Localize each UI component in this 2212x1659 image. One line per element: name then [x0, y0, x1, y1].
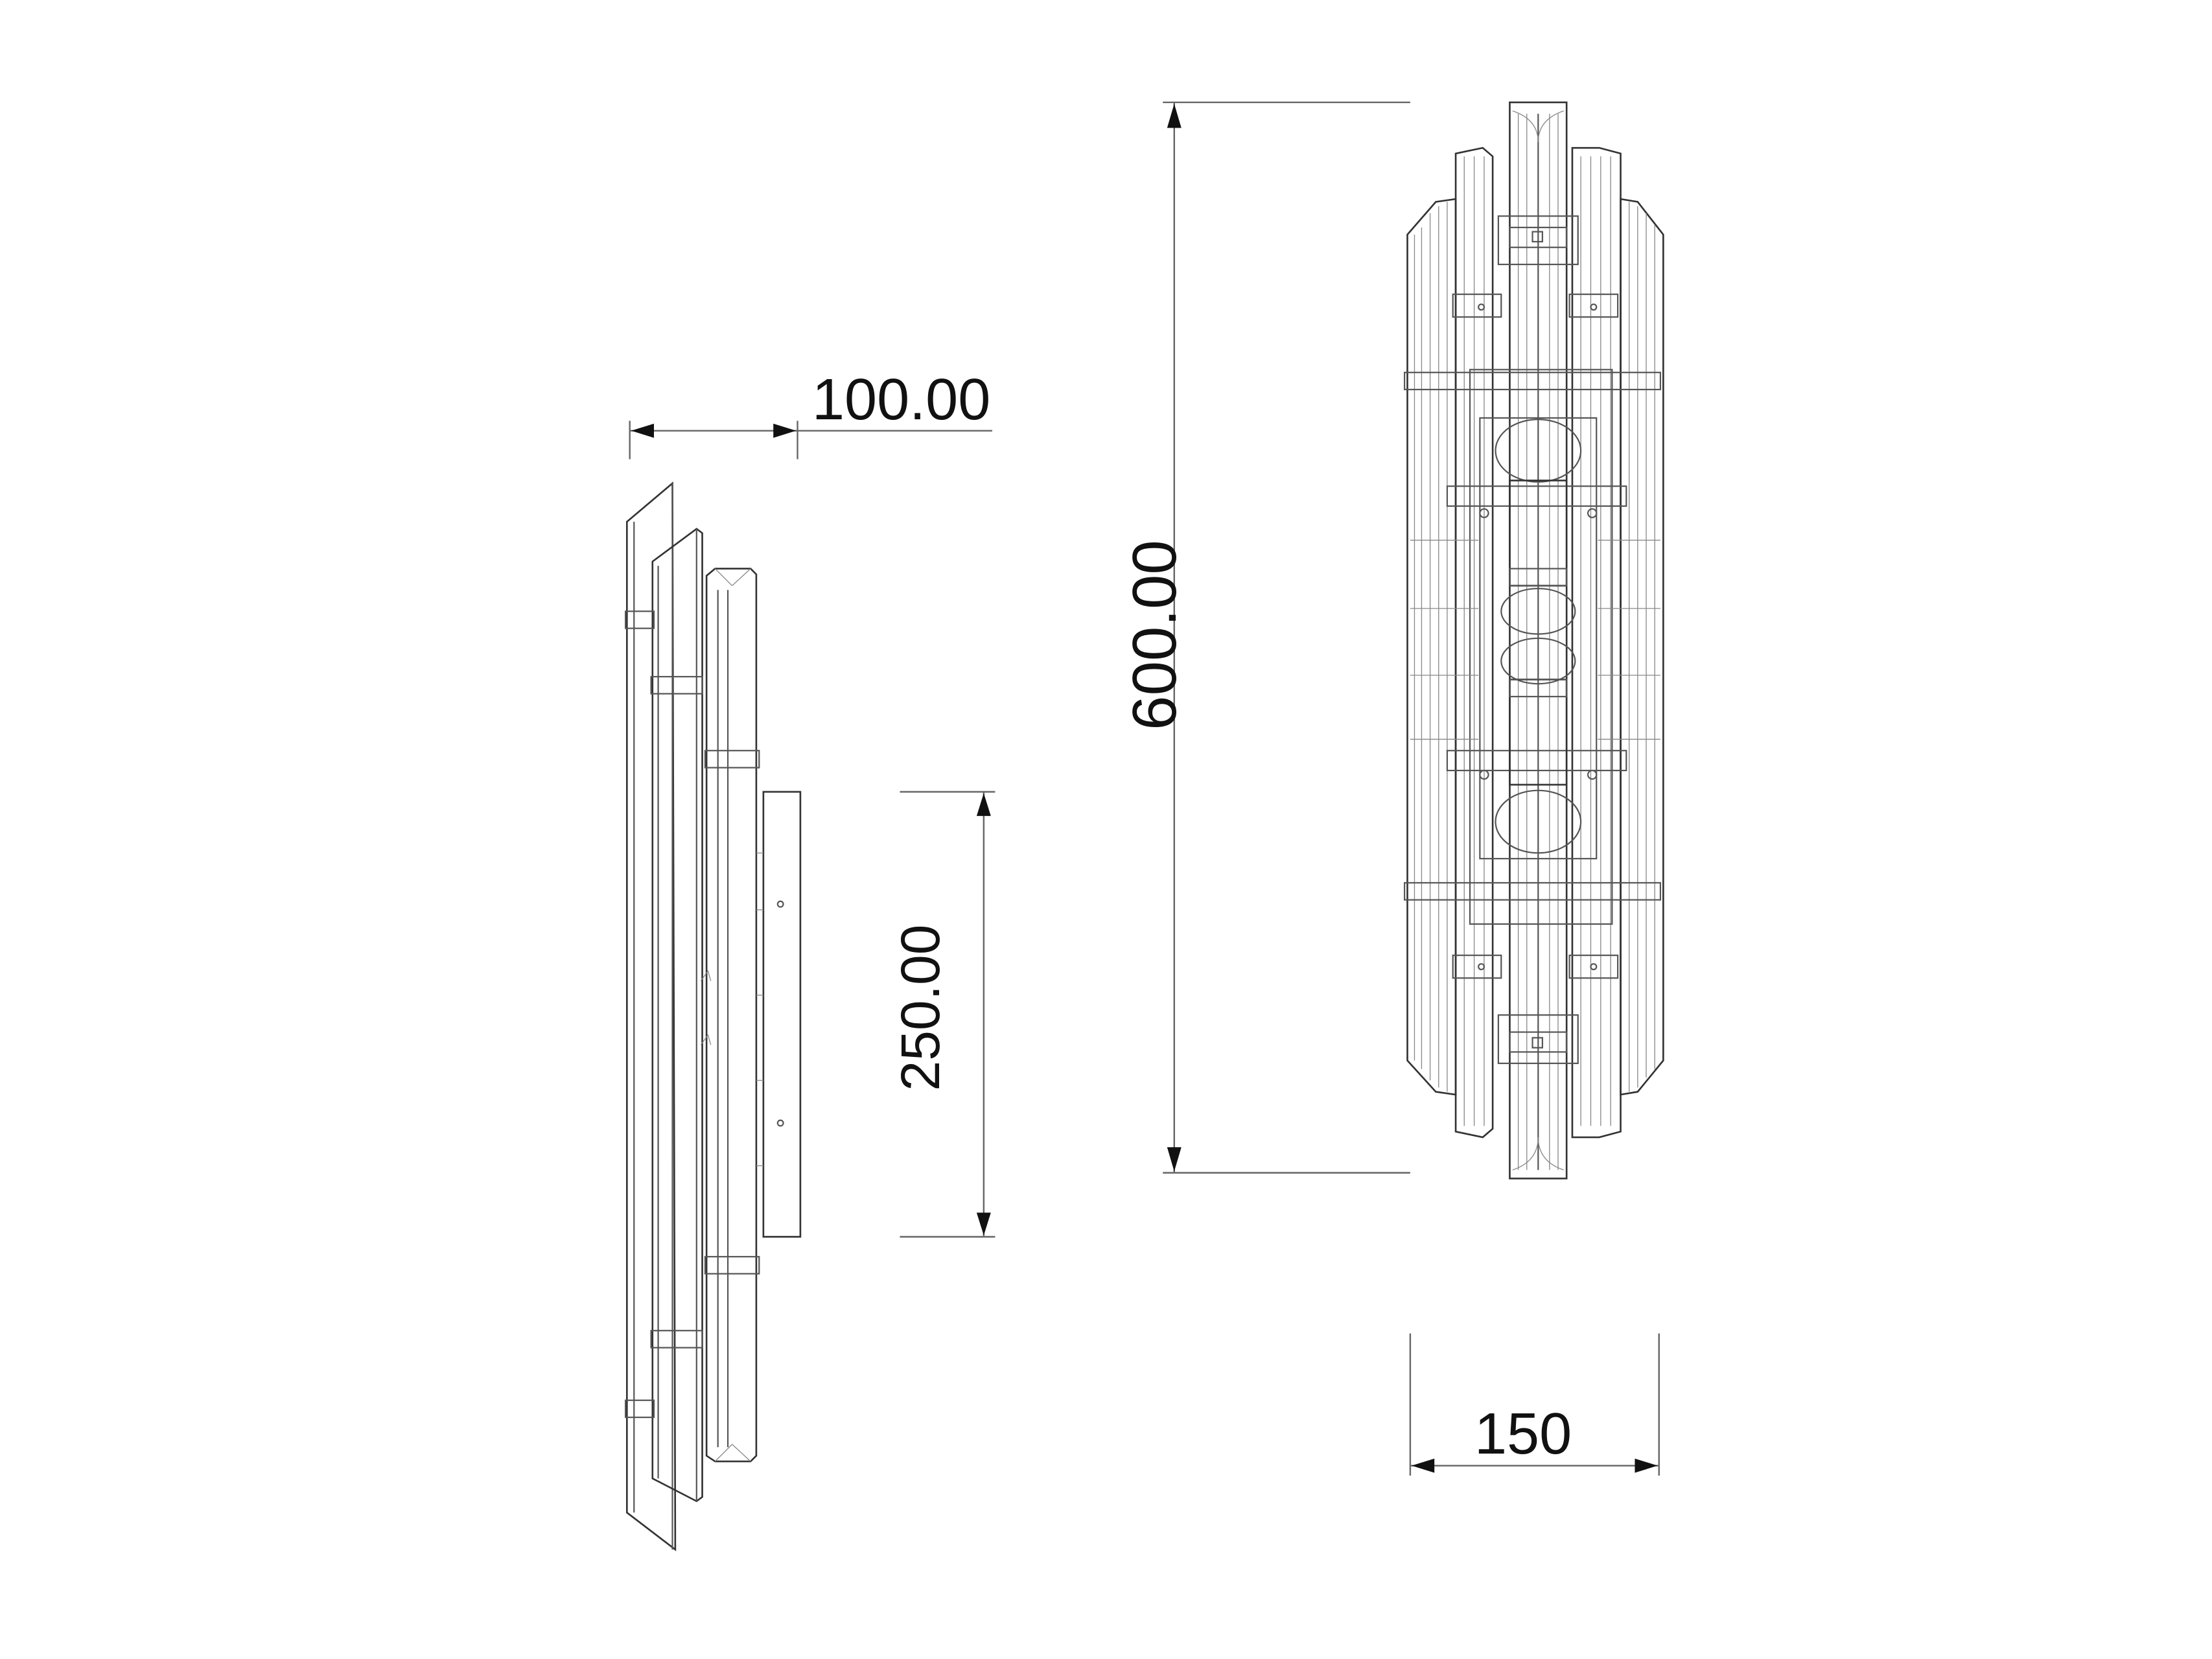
width-label: 150: [1474, 1402, 1572, 1467]
depth-label: 100.00: [812, 367, 991, 432]
width-dimension: [1409, 1333, 1660, 1476]
depth-dimension: [629, 421, 993, 459]
side-view: [625, 481, 802, 1551]
total-height-dimension: [1163, 101, 1410, 1174]
backplate-height-dimension: [900, 791, 995, 1238]
front-view: [1404, 101, 1664, 1179]
backplate-height-label: 250.00: [890, 924, 951, 1091]
total-height-label: 600.00: [1120, 540, 1189, 730]
